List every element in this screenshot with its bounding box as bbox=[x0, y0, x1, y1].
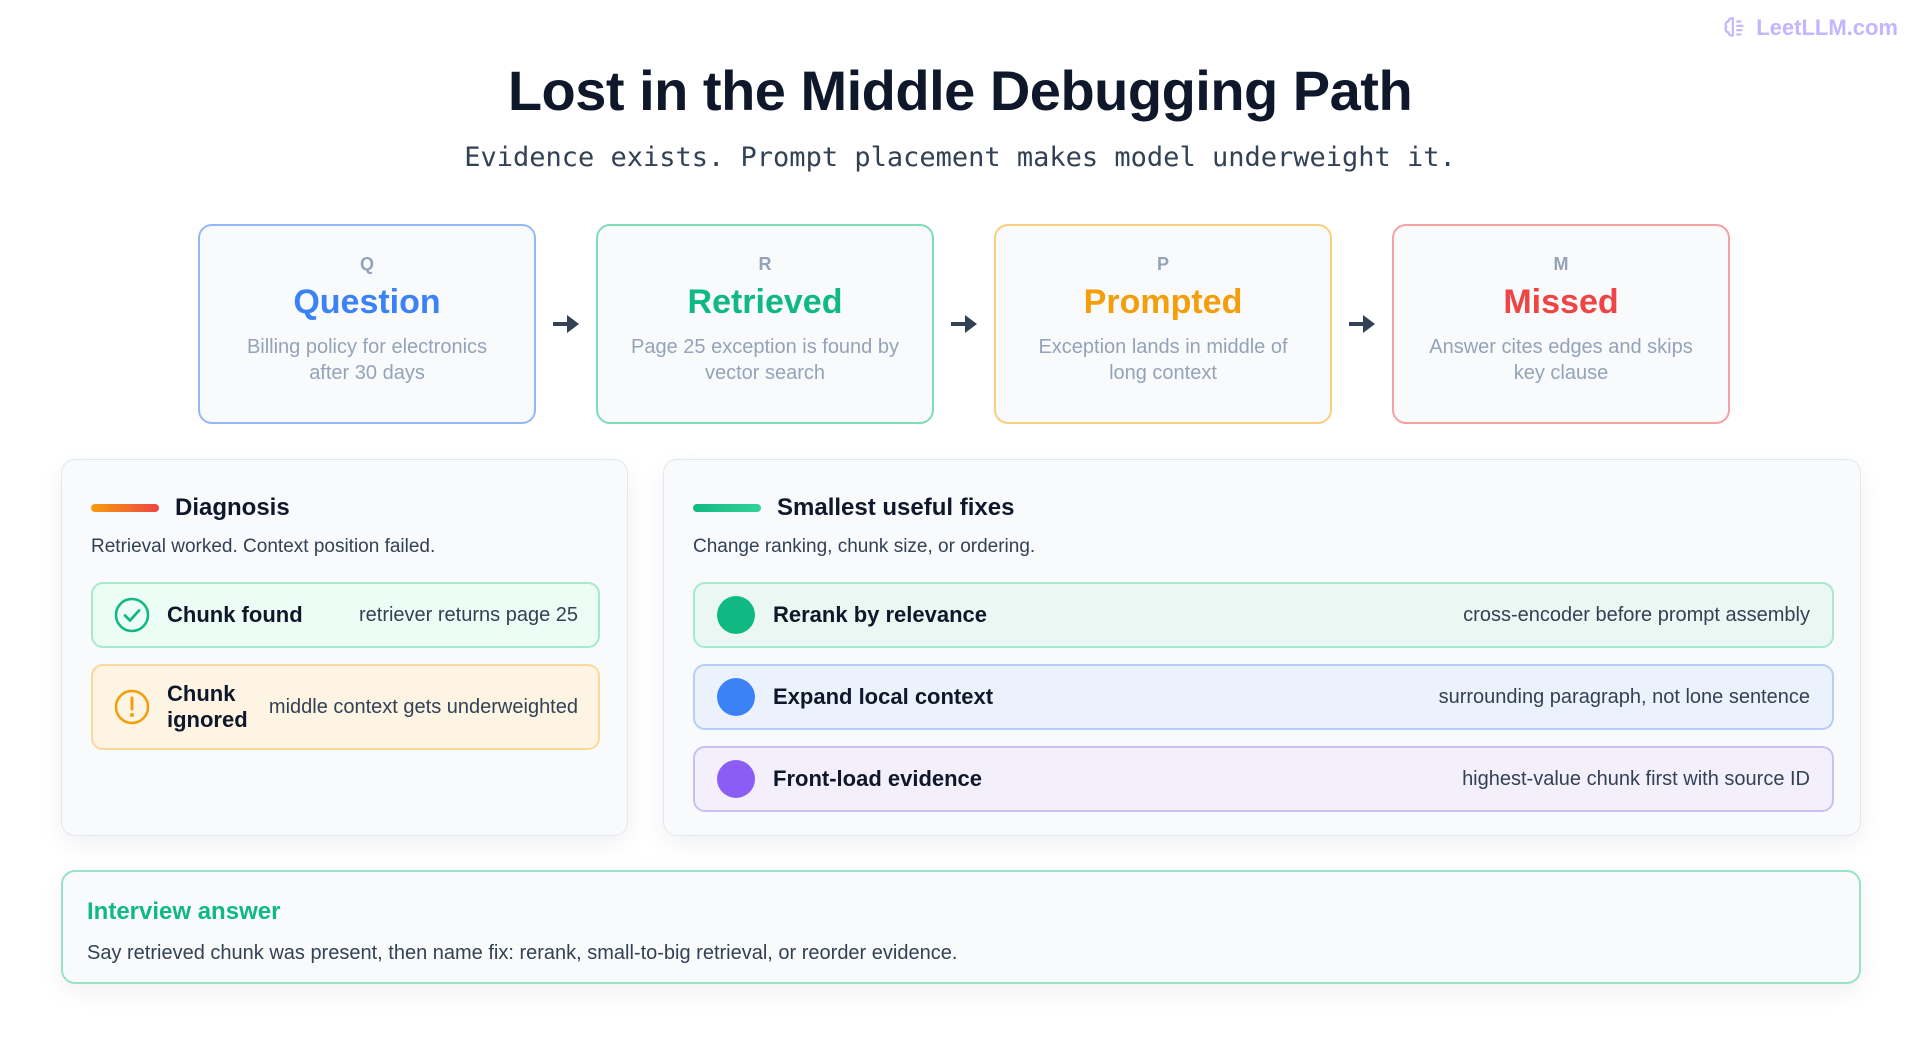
item-detail: retriever returns page 25 bbox=[358, 603, 578, 626]
status-dot bbox=[717, 596, 755, 634]
step-desc: Answer cites edges and skips key clause bbox=[1429, 336, 1693, 384]
accent-bar bbox=[91, 504, 159, 512]
diagnosis-item-chunk-found: Chunk found retriever returns page 25 bbox=[91, 582, 600, 648]
arrow-right-icon bbox=[951, 315, 977, 333]
check-circle-icon bbox=[114, 597, 150, 633]
brand-name: LeetLLM.com bbox=[1756, 15, 1898, 40]
fixes-card: Smallest useful fixes Change ranking, ch… bbox=[663, 459, 1861, 836]
item-detail: middle context gets underweighted bbox=[268, 695, 578, 718]
diagnosis-item-chunk-ignored: Chunk ignored middle context gets underw… bbox=[91, 664, 600, 750]
item-label: Chunk found bbox=[167, 602, 303, 627]
step-title: Missed bbox=[1503, 283, 1619, 321]
fix-item-expand-context: Expand local context surrounding paragra… bbox=[693, 664, 1834, 730]
fix-detail: cross-encoder before prompt assembly bbox=[1463, 603, 1810, 626]
step-title: Question bbox=[293, 283, 441, 321]
diagnosis-subtitle: Retrieval worked. Context position faile… bbox=[91, 536, 436, 557]
page-subtitle: Evidence exists. Prompt placement makes … bbox=[464, 142, 1456, 173]
fix-item-rerank: Rerank by relevance cross-encoder before… bbox=[693, 582, 1834, 648]
interview-answer-card: Interview answer Say retrieved chunk was… bbox=[61, 870, 1861, 984]
fixes-title: Smallest useful fixes bbox=[777, 494, 1015, 521]
flow-path: Q Question Billing policy for electronic… bbox=[198, 224, 1730, 424]
fix-detail: highest-value chunk first with source ID bbox=[1462, 767, 1810, 790]
fix-detail: surrounding paragraph, not lone sentence bbox=[1438, 685, 1810, 708]
fixes-subtitle: Change ranking, chunk size, or ordering. bbox=[693, 536, 1036, 557]
fix-label: Front-load evidence bbox=[773, 766, 983, 791]
flow-arrow bbox=[934, 309, 994, 339]
fix-item-front-load: Front-load evidence highest-value chunk … bbox=[693, 746, 1834, 812]
status-dot bbox=[717, 760, 755, 798]
step-letter: P bbox=[1156, 254, 1169, 274]
warning-circle-icon bbox=[114, 689, 150, 725]
fixes-header: Smallest useful fixes bbox=[693, 494, 1831, 522]
diagnosis-card: Diagnosis Retrieval worked. Context posi… bbox=[61, 459, 628, 836]
answer-title: Interview answer bbox=[87, 898, 281, 925]
step-desc: Billing policy for electronics after 30 … bbox=[246, 336, 488, 384]
flow-arrow bbox=[536, 309, 596, 339]
diagnosis-header: Diagnosis bbox=[91, 494, 598, 522]
flow-arrow bbox=[1332, 309, 1392, 339]
step-prompted: P Prompted Exception lands in middle of … bbox=[994, 224, 1332, 424]
arrow-right-icon bbox=[553, 315, 579, 333]
answer-text: Say retrieved chunk was present, then na… bbox=[87, 942, 958, 964]
step-desc: Exception lands in middle of long contex… bbox=[1038, 336, 1288, 384]
fix-label: Expand local context bbox=[773, 684, 994, 709]
step-letter: M bbox=[1553, 254, 1569, 274]
diagnosis-title: Diagnosis bbox=[175, 494, 290, 521]
step-retrieved: R Retrieved Page 25 exception is found b… bbox=[596, 224, 934, 424]
step-missed: M Missed Answer cites edges and skips ke… bbox=[1392, 224, 1730, 424]
brain-icon bbox=[1724, 17, 1744, 37]
accent-bar bbox=[693, 504, 761, 512]
step-letter: Q bbox=[359, 254, 374, 274]
step-desc: Page 25 exception is found by vector sea… bbox=[631, 336, 899, 384]
fix-label: Rerank by relevance bbox=[773, 602, 988, 627]
step-title: Retrieved bbox=[687, 283, 843, 321]
page-title: Lost in the Middle Debugging Path bbox=[507, 59, 1413, 122]
step-letter: R bbox=[758, 254, 772, 274]
brand[interactable]: LeetLLM.com bbox=[1722, 15, 1898, 41]
step-title: Prompted bbox=[1083, 283, 1243, 321]
step-question: Q Question Billing policy for electronic… bbox=[198, 224, 536, 424]
status-dot bbox=[717, 678, 755, 716]
arrow-right-icon bbox=[1349, 315, 1375, 333]
item-label: Chunk ignored bbox=[167, 681, 248, 732]
